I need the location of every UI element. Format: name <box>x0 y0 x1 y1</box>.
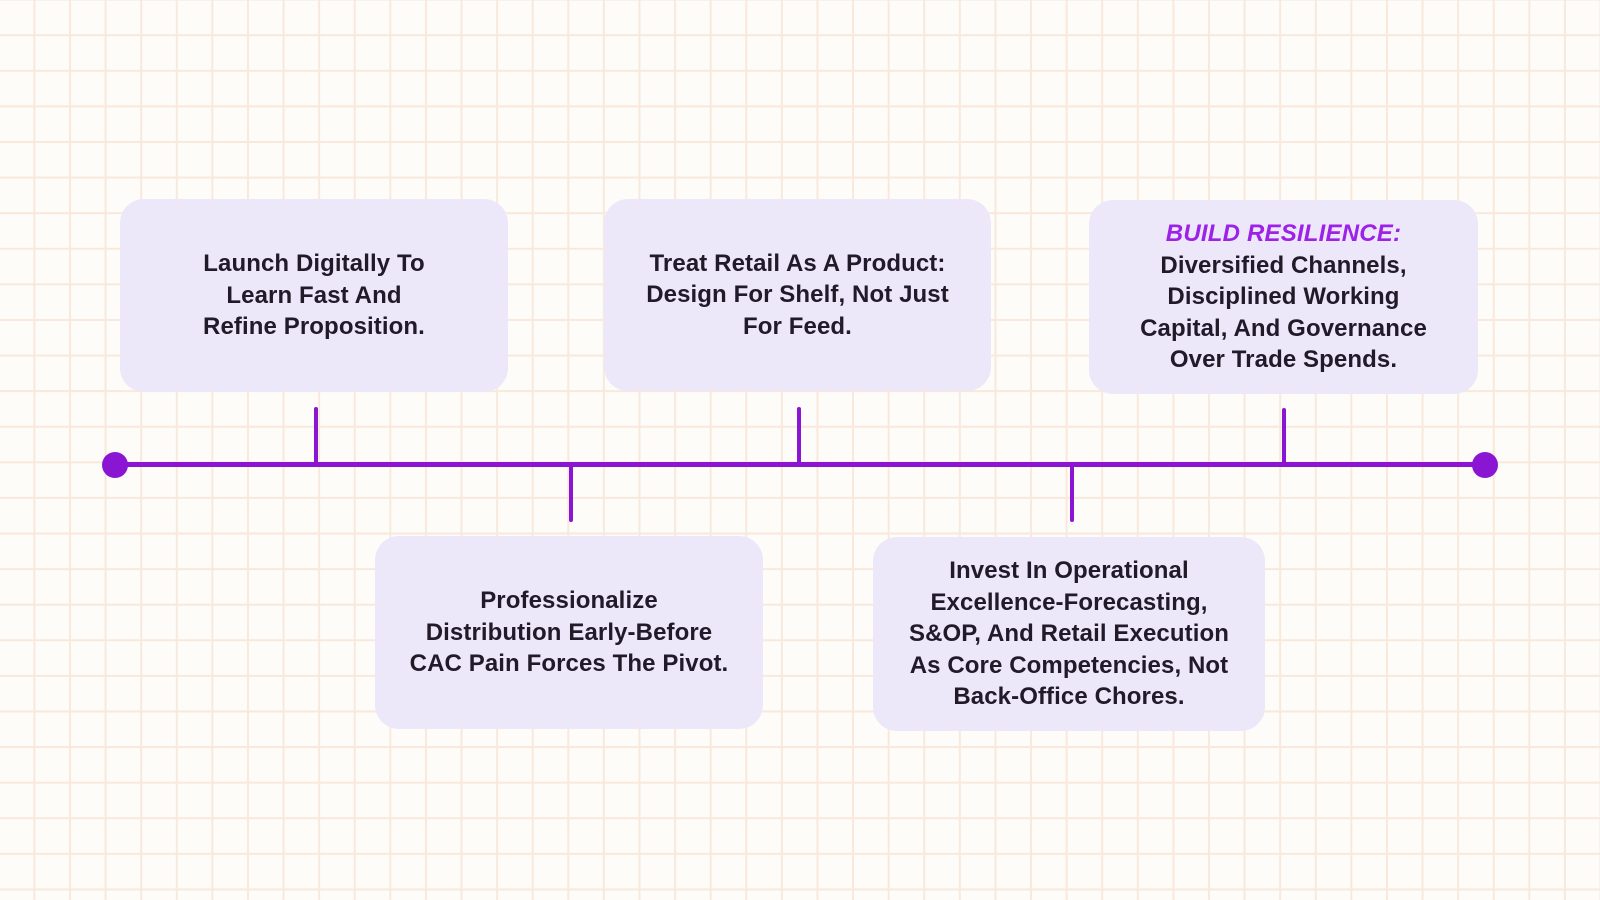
card-text-line: Learn Fast And <box>226 281 402 309</box>
card-2-text: Treat Retail As A Product: Design For Sh… <box>646 248 949 343</box>
card-text-line: Professionalize <box>480 587 658 615</box>
card-text-line: Disciplined Working <box>1167 283 1400 311</box>
connector-card-5 <box>1070 464 1074 522</box>
card-text-line: Over Trade Spends. <box>1169 346 1398 374</box>
card-text-line: CAC Pain Forces The Pivot. <box>409 650 729 678</box>
timeline-start-dot <box>102 452 128 478</box>
card-text-line: For Feed. <box>743 312 852 340</box>
card-text-line: S&OP, And Retail Execution <box>908 620 1229 648</box>
card-text-line: Invest In Operational <box>949 557 1189 585</box>
card-5-text: Invest In Operational Excellence-Forecas… <box>909 555 1229 713</box>
card-text-line: Capital, And Governance <box>1140 314 1427 342</box>
card-text-line: Treat Retail As A Product: <box>649 249 946 277</box>
connector-card-1 <box>314 407 318 465</box>
card-text-line: Refine Proposition. <box>203 313 425 341</box>
card-text-line: Diversified Channels, <box>1160 251 1407 279</box>
timeline-card-1: Launch Digitally To Learn Fast And Refin… <box>120 199 508 392</box>
card-text-line: As Core Competencies, Not <box>909 651 1229 679</box>
card-text-line: Back-Office Chores. <box>953 683 1185 711</box>
card-highlight-title: BUILD RESILIENCE: <box>1165 220 1402 248</box>
card-1-text: Launch Digitally To Learn Fast And Refin… <box>203 248 425 343</box>
connector-card-2 <box>797 407 801 465</box>
card-4-text: Professionalize Distribution Early-Befor… <box>410 585 729 680</box>
card-text-line: Excellence-Forecasting, <box>930 588 1208 616</box>
timeline-card-4: Professionalize Distribution Early-Befor… <box>375 536 763 729</box>
timeline-end-dot <box>1472 452 1498 478</box>
card-text-line: Design For Shelf, Not Just <box>646 281 949 309</box>
card-text-line: Distribution Early-Before <box>425 618 713 646</box>
timeline-card-5: Invest In Operational Excellence-Forecas… <box>873 537 1265 731</box>
timeline-card-3: BUILD RESILIENCE: Diversified Channels, … <box>1089 200 1478 394</box>
card-3-text: BUILD RESILIENCE: Diversified Channels, … <box>1140 218 1427 376</box>
card-text-line: Launch Digitally To <box>203 250 425 278</box>
connector-card-4 <box>569 464 573 522</box>
timeline-card-2: Treat Retail As A Product: Design For Sh… <box>604 199 991 391</box>
connector-card-3 <box>1282 408 1286 465</box>
